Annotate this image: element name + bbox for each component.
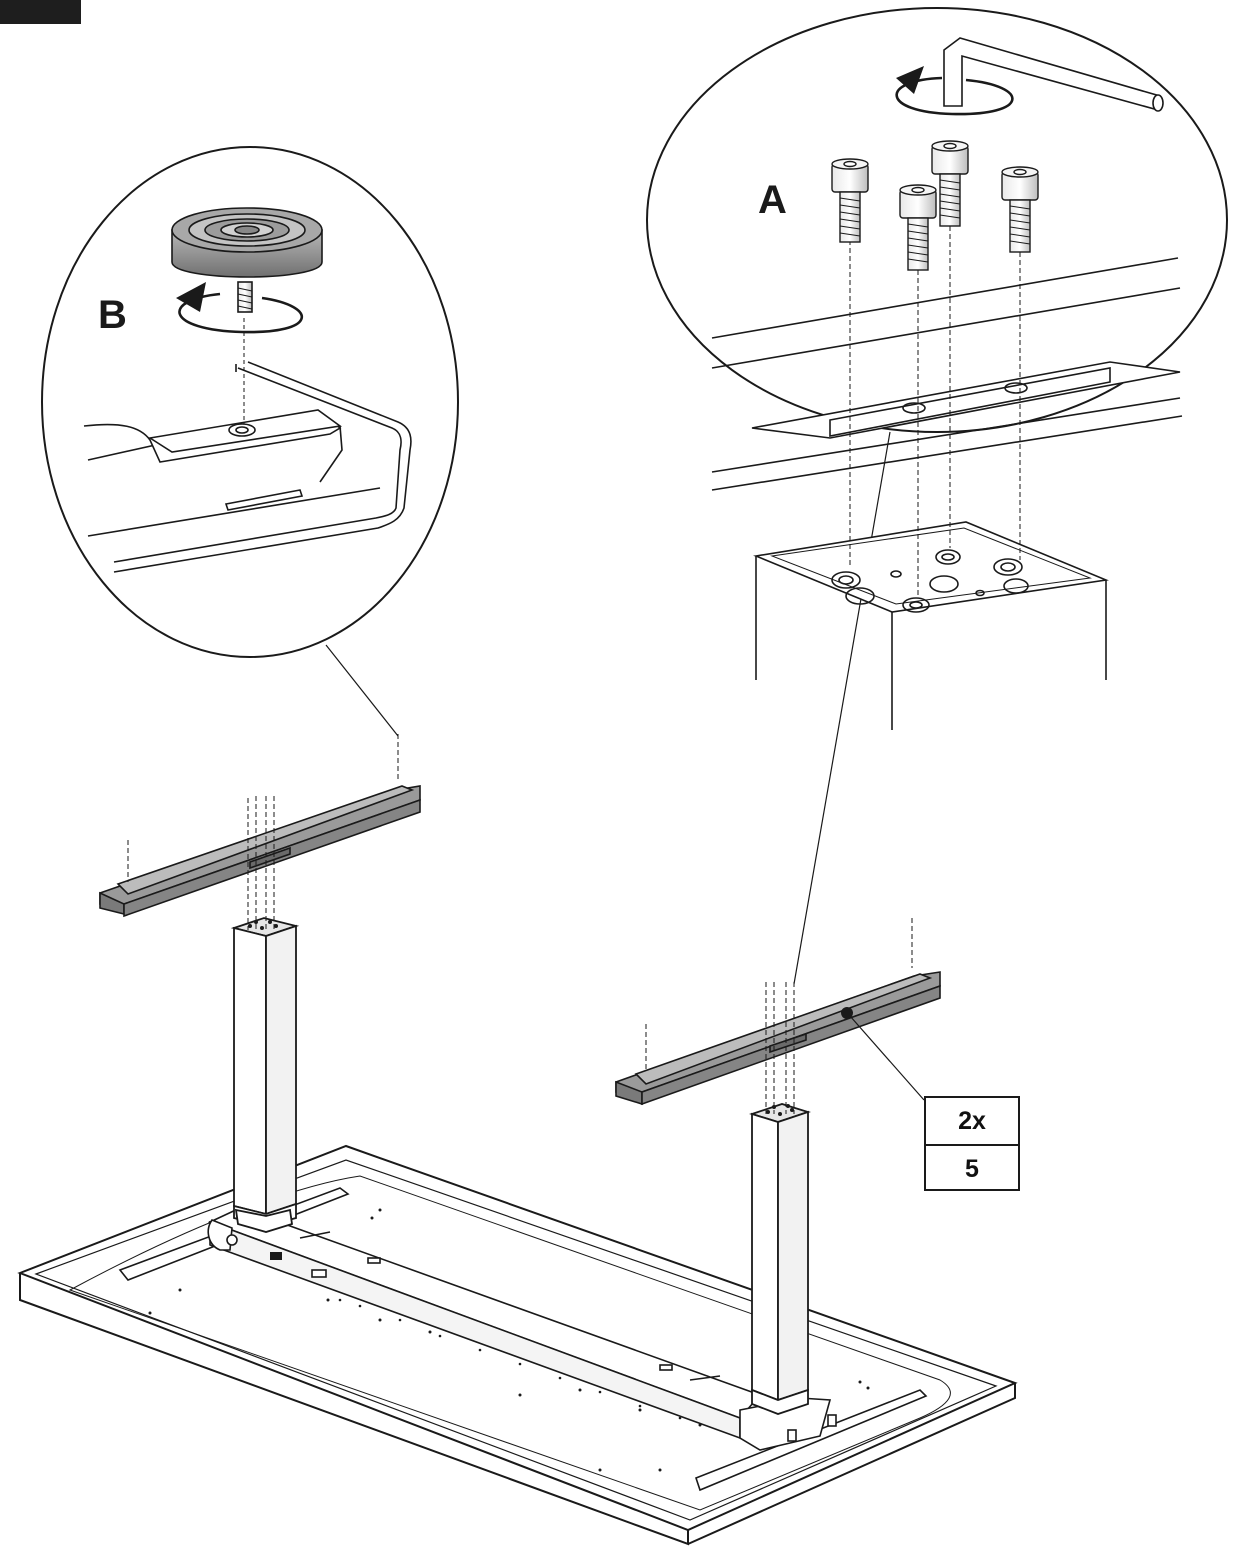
- quantity-leader-line: [849, 1015, 925, 1101]
- quantity-box: 2x 5: [924, 1096, 1020, 1191]
- frame-crossbar: [118, 1187, 928, 1492]
- bolt-3: [931, 140, 969, 227]
- callout-b-leader: [325, 644, 399, 737]
- callout-a-detail: [711, 226, 1183, 730]
- left-leg-column: [230, 917, 300, 1233]
- tabletop-holes: [148, 1208, 870, 1472]
- quantity-count: 2x: [926, 1098, 1018, 1146]
- right-foot-guide-lines: [645, 918, 913, 1114]
- leveling-foot-icon: [171, 207, 323, 313]
- callout-b-circle: [41, 146, 459, 658]
- right-leg-column: [749, 1103, 811, 1415]
- bolt-1: [831, 158, 869, 243]
- hex-key-icon: [943, 37, 1164, 112]
- page-corner-tab: [0, 0, 81, 24]
- left-foot-guide-lines: [127, 734, 399, 932]
- callout-a-leader: [793, 431, 891, 985]
- callout-label-a: A: [758, 178, 787, 222]
- rotate-arrow-a-icon: [895, 66, 1014, 116]
- callout-b-detail: [83, 318, 412, 573]
- bolt-2: [899, 184, 937, 271]
- bolt-4: [1001, 166, 1039, 253]
- callout-a-circle: [646, 7, 1228, 433]
- right-foot-bar: [615, 971, 941, 1106]
- part-number: 5: [965, 1154, 979, 1183]
- rotate-arrow-b-icon: [176, 282, 304, 334]
- beam-holes: [338, 1298, 682, 1420]
- callout-label-b: B: [98, 293, 127, 337]
- left-foot-bar: [99, 785, 421, 918]
- callout-a-bolts: [831, 140, 1039, 271]
